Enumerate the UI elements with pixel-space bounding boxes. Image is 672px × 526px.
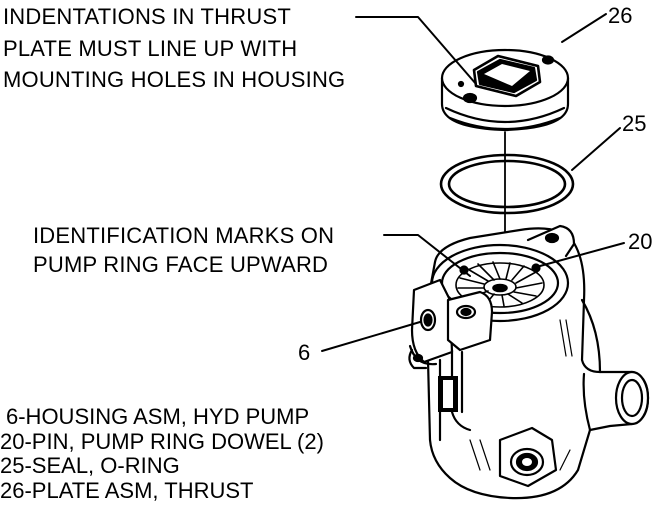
parts-legend: 6-HOUSING ASM, HYD PUMP 20-PIN, PUMP RIN…: [0, 404, 324, 503]
leader-26: [561, 13, 607, 43]
pump-housing: [408, 224, 650, 500]
thrust-plate: [440, 48, 570, 132]
leader-lines: [321, 13, 625, 352]
callout-26: 26: [608, 3, 633, 28]
thrust-plate-note-line-1: INDENTATIONS IN THRUST: [3, 4, 291, 29]
callout-25: 25: [622, 111, 647, 136]
leader-thrust-plate-note: [355, 16, 477, 85]
thrust-plate-note-line-3: MOUNTING HOLES IN HOUSING: [3, 67, 346, 92]
leader-pump-ring-note: [383, 234, 471, 277]
leader-20: [539, 242, 625, 267]
legend-item-20: 20-PIN, PUMP RING DOWEL (2): [0, 428, 324, 454]
legend-item-25: 25-SEAL, O-RING: [0, 453, 180, 478]
callout-20: 20: [628, 229, 653, 254]
thrust-plate-note-line-2: PLATE MUST LINE UP WITH: [3, 36, 298, 61]
leader-6: [321, 321, 421, 352]
pump-ring-note-line-1: IDENTIFICATION MARKS ON: [33, 223, 335, 248]
leader-25: [571, 127, 621, 171]
pump-ring-note-line-2: PUMP RING FACE UPWARD: [33, 252, 329, 277]
o-ring-seal: [439, 153, 575, 215]
legend-item-6: 6-HOUSING ASM, HYD PUMP: [6, 404, 310, 429]
legend-item-26: 26-PLATE ASM, THRUST: [0, 477, 254, 503]
callout-6: 6: [298, 340, 311, 365]
